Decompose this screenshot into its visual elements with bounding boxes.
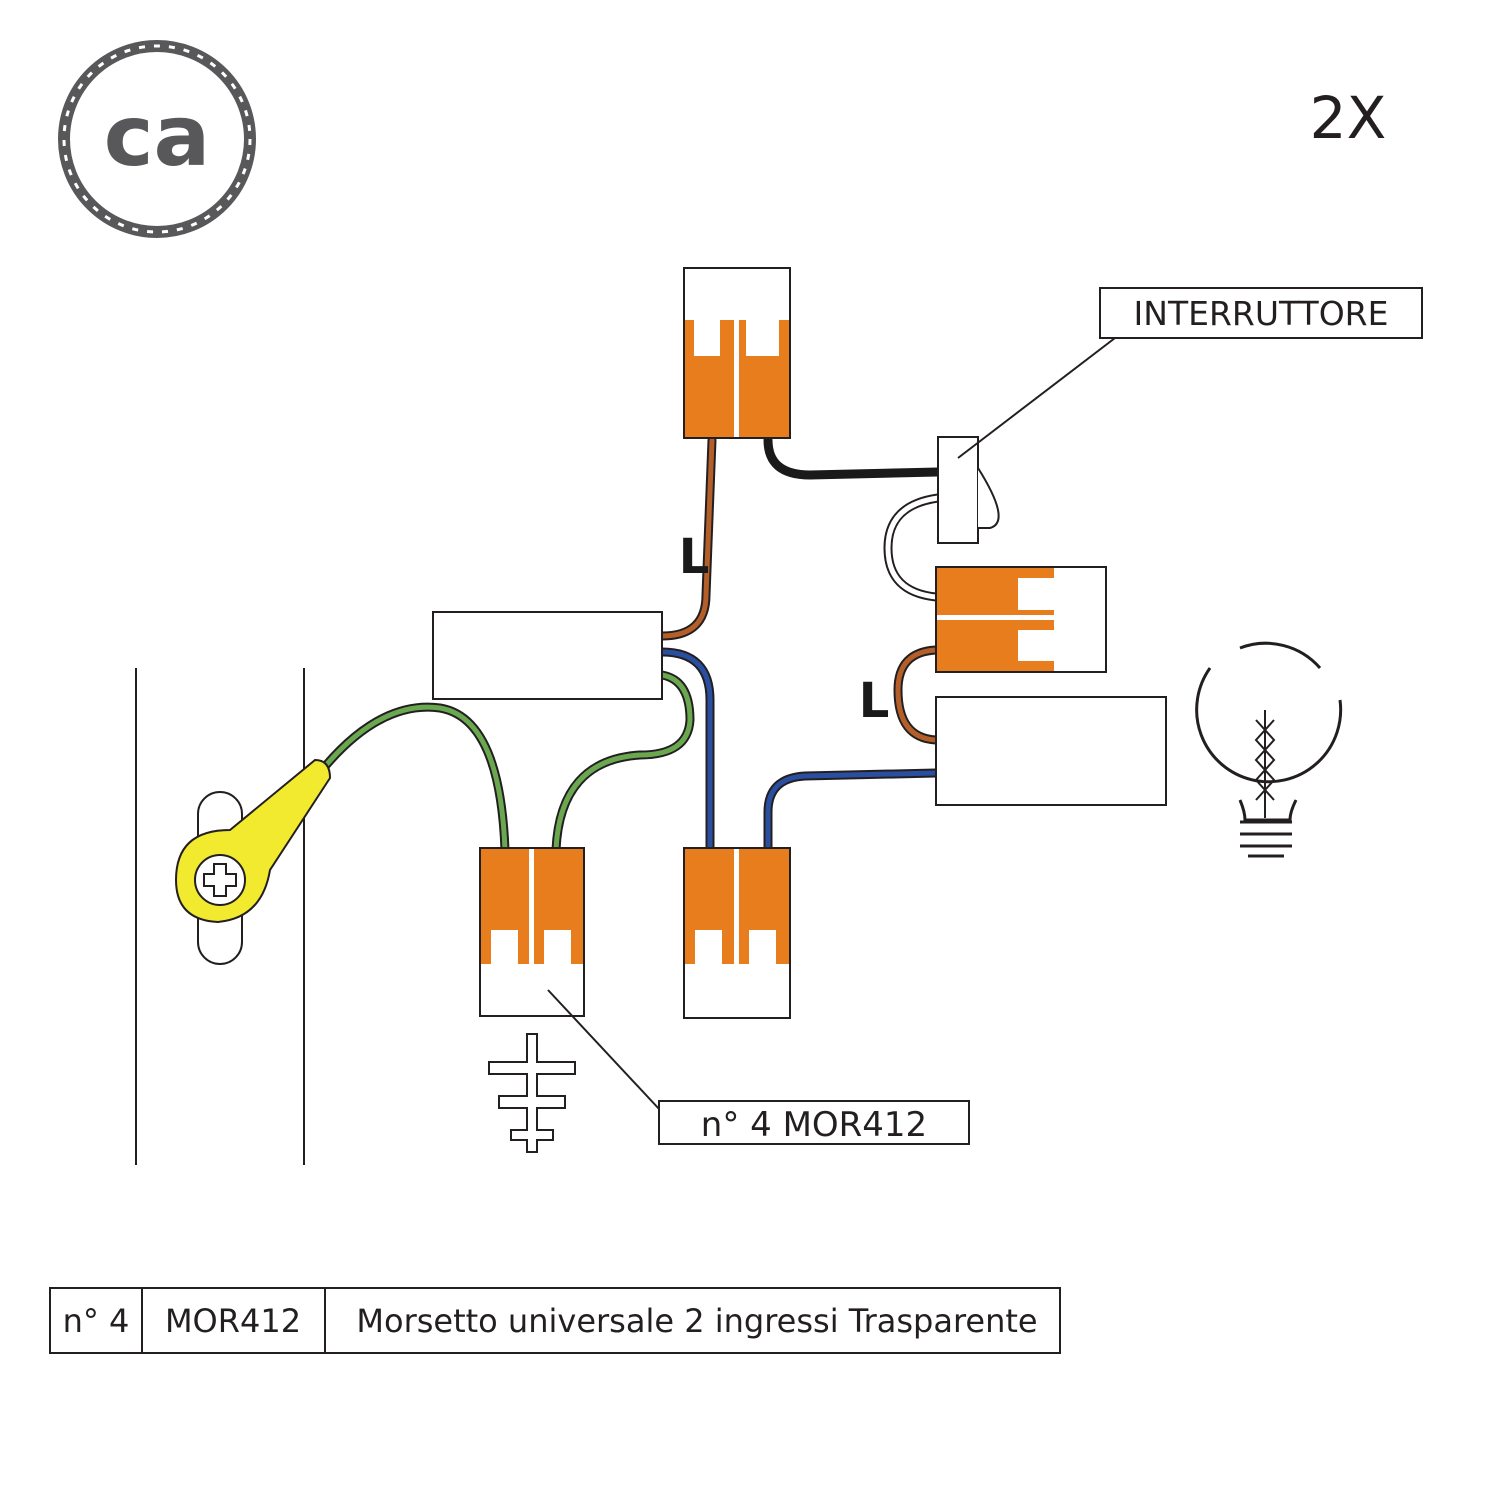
table-row: n° 4 MOR412 Morsetto universale 2 ingres…: [63, 1302, 1038, 1340]
lamp-box: [935, 696, 1167, 806]
connector-callout: n° 4 MOR412: [547, 989, 970, 1145]
live-label-top: L: [679, 529, 710, 585]
earth-eyelet: [174, 758, 332, 965]
supply-box: [432, 611, 663, 700]
connector-top: [683, 267, 791, 439]
brand-logo: ca: [58, 40, 256, 238]
connector-label: n° 4 MOR412: [701, 1105, 927, 1145]
switch: [937, 436, 1000, 544]
logo-text: ca: [104, 87, 210, 185]
table-cell-code: MOR412: [165, 1302, 301, 1340]
wire-green-cable: [551, 670, 695, 855]
wire-black-switch: [763, 435, 943, 480]
wires: [317, 435, 943, 855]
connector-right: [935, 566, 1107, 673]
connector-bottom-left: [479, 847, 585, 1017]
ground-symbol-icon: [488, 1033, 576, 1153]
wire-white-loop: [883, 493, 943, 602]
wire-green-earth: [317, 702, 510, 855]
live-label-right: L: [859, 673, 890, 729]
screw-icon: [194, 854, 246, 906]
light-bulb-icon: [1195, 641, 1343, 858]
table-cell-description: Morsetto universale 2 ingressi Trasparen…: [356, 1302, 1037, 1340]
wire-blue-lamp: [763, 768, 941, 855]
switch-label: INTERRUTTORE: [1134, 294, 1389, 333]
switch-callout: INTERRUTTORE: [957, 287, 1423, 459]
multiplier-label: 2X: [1310, 84, 1387, 152]
parts-table: n° 4 MOR412 Morsetto universale 2 ingres…: [49, 1287, 1061, 1354]
table-cell-qty: n° 4: [63, 1302, 130, 1340]
connector-bottom-right: [683, 847, 791, 1019]
